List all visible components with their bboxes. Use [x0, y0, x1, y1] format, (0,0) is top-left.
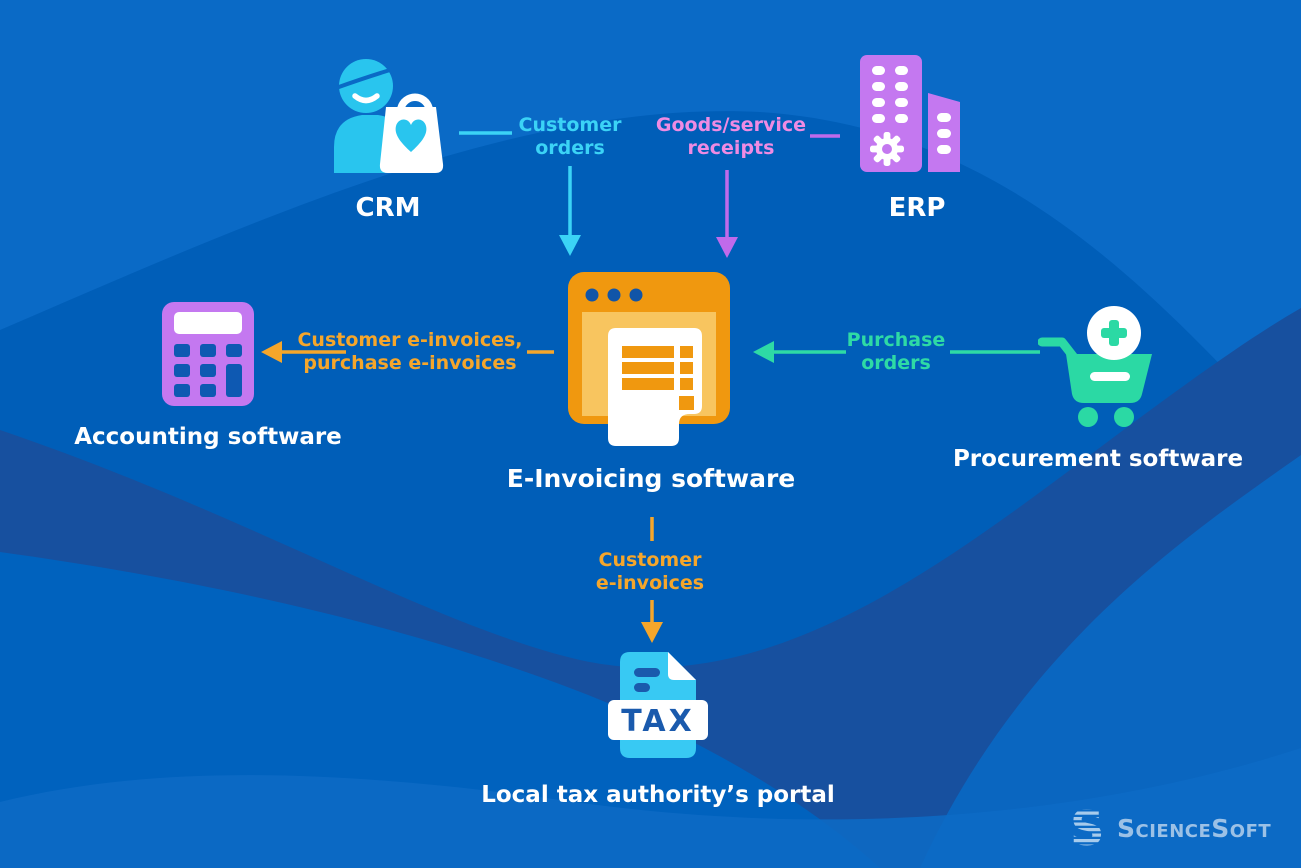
- flow-label-goods-service-receipts: Goods/service receipts: [655, 114, 807, 159]
- background-bottom-right-wave: [920, 455, 1301, 868]
- flow-label-customer-purchase-einvoices: Customer e-invoices, purchase e-invoices: [297, 329, 523, 374]
- sciencesoft-logo: S ScienceSoft: [1068, 806, 1271, 850]
- crm-icon: [334, 59, 444, 173]
- background-bottom-wave: [0, 748, 1301, 868]
- background-top-light-wave: [0, 0, 1301, 450]
- node-einvoicing: E-Invoicing software: [507, 270, 795, 493]
- node-erp-label: ERP: [888, 193, 946, 223]
- node-crm-label: CRM: [355, 193, 421, 223]
- node-tax-portal-label: Local tax authority’s portal: [481, 782, 835, 808]
- node-tax-portal: TAX Local tax authority’s portal: [481, 652, 835, 808]
- tax-icon-text: TAX: [621, 704, 694, 739]
- erp-icon: [860, 55, 960, 172]
- tax-portal-icon: TAX: [608, 652, 708, 758]
- sciencesoft-logo-text: ScienceSoft: [1117, 813, 1272, 843]
- einvoicing-icon: [568, 272, 730, 446]
- node-accounting: Accounting software: [74, 302, 342, 450]
- node-erp: ERP: [852, 55, 982, 223]
- flow-label-customer-einvoices: Customer e-invoices: [595, 549, 705, 594]
- node-crm: CRM: [322, 55, 454, 223]
- accounting-icon: [162, 302, 254, 406]
- flow-label-purchase-orders: Purchase orders: [846, 329, 946, 374]
- node-einvoicing-label: E-Invoicing software: [506, 464, 796, 493]
- procurement-icon: [1038, 306, 1152, 427]
- node-procurement-label: Procurement software: [952, 446, 1244, 472]
- node-procurement: Procurement software: [953, 306, 1243, 472]
- node-accounting-label: Accounting software: [74, 424, 342, 450]
- flow-label-customer-orders: Customer orders: [518, 114, 622, 159]
- sciencesoft-logo-icon: S: [1070, 806, 1105, 848]
